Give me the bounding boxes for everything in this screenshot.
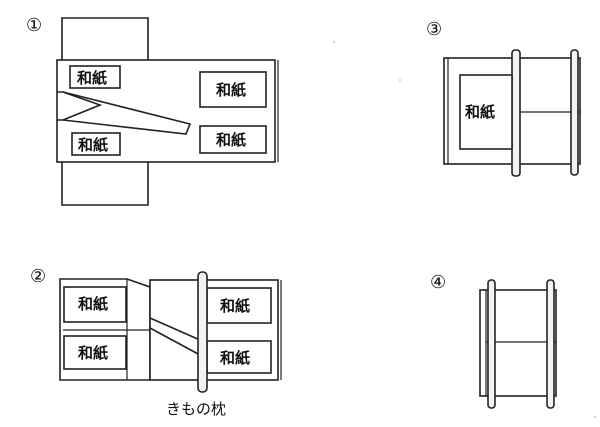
kimono-pillow-rod — [511, 49, 521, 177]
paper-label-box — [71, 132, 121, 156]
paper-label-box — [63, 286, 127, 323]
paper-label: 和紙 — [77, 69, 107, 87]
step-1-number: ① — [26, 15, 42, 36]
step-2-number: ② — [30, 266, 46, 287]
paper-label: 和紙 — [78, 344, 108, 362]
paper-label: 和紙 — [220, 297, 250, 315]
paper-label-box — [63, 335, 127, 370]
step-4-number: ④ — [430, 272, 446, 293]
kimono-pillow-rod — [487, 279, 496, 409]
top-flap — [61, 17, 149, 63]
kimono-pillow-rod — [546, 279, 555, 409]
paper-label-box — [199, 125, 267, 154]
paper-label-box — [69, 65, 121, 89]
paper-label-box — [206, 340, 272, 374]
step-4-group: ④ — [430, 272, 557, 409]
paper-label: 和紙 — [220, 349, 250, 367]
diagonal-fold — [57, 91, 192, 135]
pillow-caption: きもの枕 — [166, 400, 226, 418]
step-3-number: ③ — [426, 19, 442, 40]
diagonal-fold — [149, 317, 201, 356]
paper-label-box — [199, 71, 267, 108]
kimono-pillow-rod — [197, 271, 208, 393]
paper-label: 和紙 — [465, 103, 495, 121]
paper-label: 和紙 — [78, 295, 108, 313]
step-2-group: ② 和紙 和紙 和紙 和紙 きもの枕 — [30, 266, 282, 418]
paper-label: 和紙 — [216, 131, 246, 149]
paper-label: 和紙 — [78, 136, 108, 154]
bottom-flap — [61, 159, 149, 206]
kimono-pillow-rod — [570, 49, 579, 176]
step-3-group: ③ 和紙 — [426, 19, 581, 177]
paper-label: 和紙 — [216, 81, 246, 99]
step-1-group: ① 和紙 和紙 和紙 和紙 — [26, 15, 279, 206]
paper-label-box — [459, 74, 513, 150]
